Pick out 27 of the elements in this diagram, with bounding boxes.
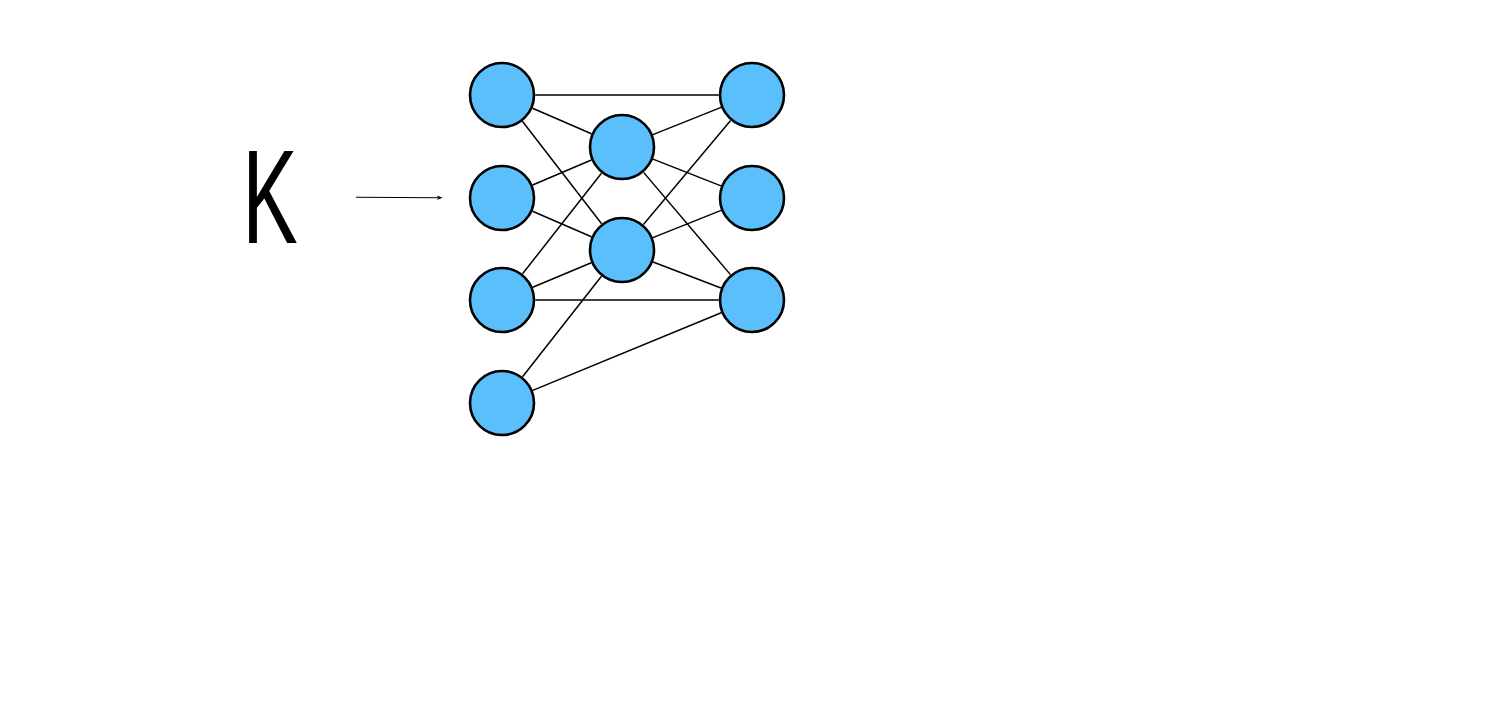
neuron-circle — [468, 164, 536, 232]
connection-line — [521, 120, 603, 225]
connection-line — [531, 210, 593, 238]
neuron-circle — [468, 266, 536, 334]
neuron-circle — [718, 266, 786, 334]
connection-line — [652, 106, 722, 136]
connection-line — [532, 311, 722, 392]
connection-line — [531, 159, 593, 186]
connection-line — [532, 262, 592, 288]
connection-line — [534, 299, 720, 301]
connection-line — [642, 119, 732, 226]
connection-line — [534, 94, 720, 96]
neuron-circle — [468, 61, 536, 129]
connection-line — [652, 261, 722, 289]
neuron-circle — [468, 369, 536, 437]
connection-line — [652, 158, 722, 187]
connection-line — [642, 171, 732, 276]
connection-line — [531, 107, 593, 135]
neuron-circle — [718, 164, 786, 232]
letter: K — [249, 150, 297, 244]
connection-line — [652, 209, 722, 239]
neuron-circle — [718, 61, 786, 129]
neuron-circle — [588, 113, 656, 181]
connection-line — [521, 172, 603, 275]
arrow — [355, 196, 442, 200]
connection-line — [521, 275, 603, 378]
neuron-circle — [588, 216, 656, 284]
